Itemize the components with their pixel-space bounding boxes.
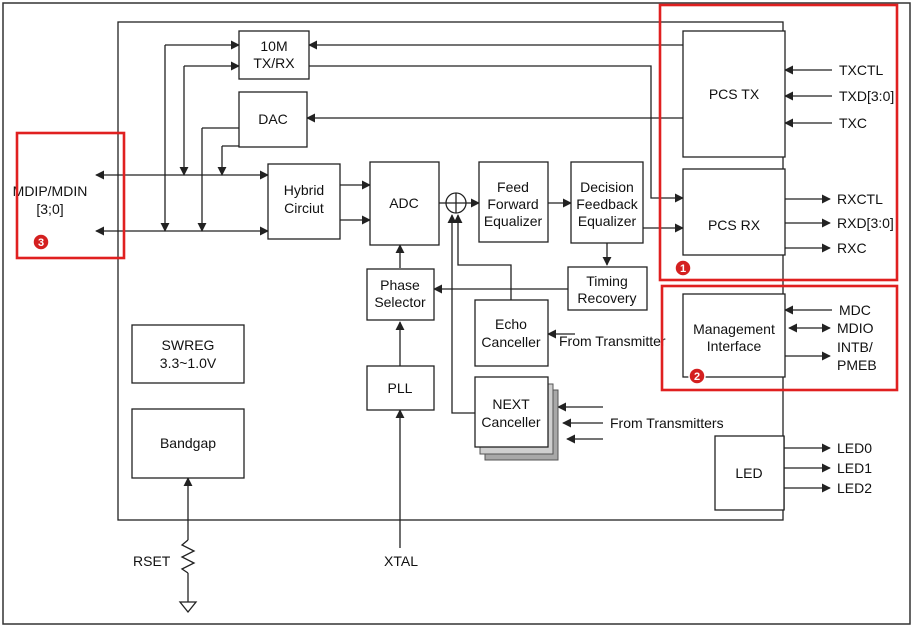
block-mgmt-line2: Interface (707, 338, 762, 354)
chip-boundary (117, 21, 784, 521)
block-dfe-line1: Decision (580, 179, 634, 195)
label-led2: LED2 (837, 480, 872, 496)
block-dac: DAC (238, 91, 308, 148)
block-swreg-line1: SWREG (162, 337, 215, 353)
wires (95, 40, 832, 614)
callout-2-number: 2 (694, 371, 700, 383)
label-mdip-line2: [3;0] (36, 201, 63, 217)
block-next-canceller: NEXT Canceller (474, 376, 559, 461)
block-bandgap-label: Bandgap (160, 435, 216, 451)
label-mdip-line1: MDIP/MDIN (13, 183, 88, 199)
block-dfe: Decision Feedback Equalizer (570, 161, 644, 244)
block-bandgap: Bandgap (131, 408, 245, 479)
block-led-label: LED (735, 465, 762, 481)
block-10m-txrx: 10M TX/RX (238, 30, 310, 80)
block-echo-line1: Echo (495, 316, 527, 332)
block-10m-line1: 10M (260, 38, 287, 54)
block-timing-line2: Recovery (577, 290, 636, 306)
highlight-box-mdi (15, 131, 126, 260)
callout-3-number: 3 (38, 237, 44, 249)
block-adc-label: ADC (389, 195, 419, 211)
block-led: LED (714, 435, 785, 511)
label-from-transmitters: From Transmitters (610, 415, 724, 431)
callout-badge-1: 1 (674, 259, 692, 277)
label-mdc: MDC (839, 302, 871, 318)
block-pcs-tx: PCS TX (682, 30, 786, 158)
block-echo-canceller: Echo Canceller (474, 299, 549, 367)
block-pcs-rx-label: PCS RX (708, 217, 761, 233)
block-pcs-tx-label: PCS TX (709, 86, 760, 102)
block-timing-line1: Timing (586, 273, 628, 289)
block-ffe: Feed Forward Equalizer (478, 161, 549, 243)
label-mdio: MDIO (837, 320, 874, 336)
block-phase-line2: Selector (374, 294, 426, 310)
block-swreg: SWREG 3.3~1.0V (131, 324, 245, 384)
label-rxd: RXD[3:0] (837, 215, 894, 231)
block-hybrid-line1: Hybrid (284, 182, 324, 198)
block-swreg-line2: 3.3~1.0V (160, 355, 217, 371)
label-txctl: TXCTL (839, 62, 884, 78)
block-pll-label: PLL (388, 380, 413, 396)
callout-1-number: 1 (680, 263, 686, 275)
block-dac-label: DAC (258, 111, 288, 127)
label-led0: LED0 (837, 440, 872, 456)
highlight-box-management (660, 284, 899, 392)
block-ffe-line2: Forward (487, 196, 538, 212)
label-txd: TXD[3:0] (839, 88, 894, 104)
block-pll: PLL (366, 365, 435, 411)
block-next-line1: NEXT (492, 396, 530, 412)
callout-badge-3: 3 (32, 233, 50, 251)
block-management-interface: Management Interface (682, 293, 786, 378)
label-rset: RSET (133, 553, 171, 569)
label-intb: INTB/ (837, 339, 873, 355)
summing-junction (445, 192, 467, 214)
label-led1: LED1 (837, 460, 872, 476)
block-hybrid-circuit: Hybrid Circiut (267, 163, 341, 240)
block-mgmt-line1: Management (693, 321, 775, 337)
label-from-transmitter: From Transmitter (559, 333, 666, 349)
label-rxc: RXC (837, 240, 867, 256)
block-adc: ADC (369, 161, 440, 246)
callout-badge-2: 2 (688, 367, 706, 385)
block-dfe-line3: Equalizer (578, 213, 637, 229)
block-timing-recovery: Timing Recovery (567, 266, 648, 311)
block-dfe-line2: Feedback (576, 196, 638, 212)
label-rxctl: RXCTL (837, 191, 883, 207)
label-txc: TXC (839, 115, 867, 131)
highlight-box-pcs (658, 3, 899, 282)
block-pcs-rx: PCS RX (682, 168, 786, 256)
block-ffe-line3: Equalizer (484, 213, 543, 229)
label-pmeb: PMEB (837, 357, 877, 373)
block-phase-selector: Phase Selector (366, 268, 435, 321)
block-ffe-line1: Feed (497, 179, 529, 195)
block-echo-line2: Canceller (481, 334, 540, 350)
block-10m-line2: TX/RX (253, 55, 295, 71)
block-hybrid-line2: Circiut (284, 200, 324, 216)
label-xtal: XTAL (384, 553, 418, 569)
block-next-line2: Canceller (481, 414, 540, 430)
block-phase-line1: Phase (380, 277, 420, 293)
